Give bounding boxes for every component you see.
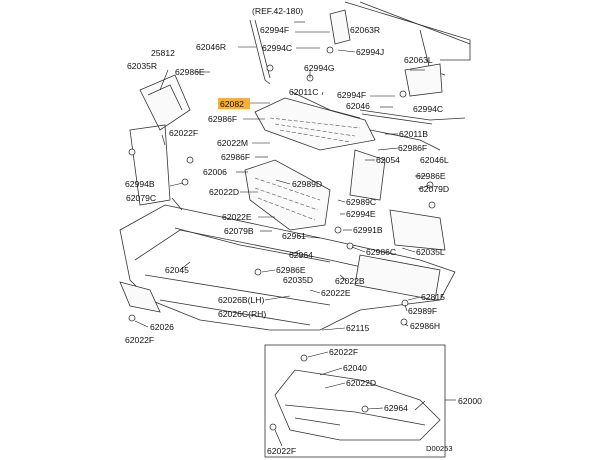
label-62082: 62082 <box>220 99 244 109</box>
highlight-62082 <box>218 98 250 109</box>
label-62079B: 62079B <box>224 226 254 236</box>
label-62035L: 62035L <box>416 247 445 257</box>
label-62079C: 62079C <box>126 193 156 203</box>
leader-lines <box>134 21 431 447</box>
label-62026: 62026 <box>150 322 174 332</box>
label-62006: 62006 <box>203 167 227 177</box>
label-62986E-c: 62986E <box>276 265 306 275</box>
label-62035R: 62035R <box>127 61 157 71</box>
label-62994B: 62994B <box>125 179 155 189</box>
label-62046L: 62046L <box>420 155 449 165</box>
label-62046: 62046 <box>346 101 370 111</box>
label-62989D: 62989D <box>292 179 322 189</box>
label-62040: 62040 <box>343 363 367 373</box>
label-62063L: 62063L <box>404 55 433 65</box>
label-62022F-b: 62022F <box>125 335 154 345</box>
label-62989C: 62989C <box>346 197 376 207</box>
label-62035D: 62035D <box>283 275 313 285</box>
label-25812: 25812 <box>151 48 175 58</box>
label-62986H: 62986H <box>410 321 440 331</box>
label-62054: 62054 <box>376 155 400 165</box>
label-62989F: 62989F <box>408 306 437 316</box>
label-62815: 62815 <box>421 292 445 302</box>
label-62964-b: 62964 <box>384 403 408 413</box>
label-62986C: 62986C <box>366 247 396 257</box>
label-62986F-a: 62986F <box>208 114 237 124</box>
label-62079D: 62079D <box>419 184 449 194</box>
label-62022F-c: 62022F <box>329 347 358 357</box>
label-62022F-d: 62022F <box>267 446 296 456</box>
label-62961: 62961 <box>282 231 306 241</box>
part-drawing <box>119 1 471 458</box>
label-62022D-a: 62022D <box>209 187 239 197</box>
label-62994F-a: 62994F <box>260 25 289 35</box>
label-62022E-a: 62022E <box>222 212 252 222</box>
label-62986F-b: 62986F <box>398 143 427 153</box>
part-labels: (REF.42-180) 62063R 62994F 62046R 62994C… <box>125 6 482 456</box>
label-62022F-a: 62022F <box>169 128 198 138</box>
label-62994E: 62994E <box>346 209 376 219</box>
label-62045: 62045 <box>165 265 189 275</box>
label-62022E-b: 62022E <box>321 288 351 298</box>
label-62011C: 62011C <box>289 87 318 97</box>
label-62026B: 62026B(LH) <box>218 295 264 305</box>
label-62026C: 62026C(RH) <box>218 309 266 319</box>
label-62986E-b: 62986E <box>416 171 446 181</box>
label-62046R: 62046R <box>196 42 226 52</box>
label-62994J: 62994J <box>356 47 384 57</box>
label-62022B: 62022B <box>335 276 365 286</box>
label-62994C-a: 62994C <box>262 43 292 53</box>
label-62011B: 62011B <box>399 129 428 139</box>
label-62994C-b: 62994C <box>413 104 443 114</box>
ref-label: (REF.42-180) <box>252 6 303 16</box>
label-62994F-b: 62994F <box>337 90 366 100</box>
label-62994G: 62994G <box>304 63 335 73</box>
label-62986E-a: 62986E <box>175 67 205 77</box>
label-62986F-c: 62986F <box>221 152 250 162</box>
label-62964-a: 62964 <box>289 250 313 260</box>
label-62022M: 62022M <box>217 138 248 148</box>
label-62000: 62000 <box>458 396 482 406</box>
diagram-code: D00253 <box>426 444 453 453</box>
label-62022D-b: 62022D <box>346 378 376 388</box>
label-62063R: 62063R <box>350 25 380 35</box>
label-62991B: 62991B <box>353 225 383 235</box>
label-62115: 62115 <box>346 323 369 333</box>
